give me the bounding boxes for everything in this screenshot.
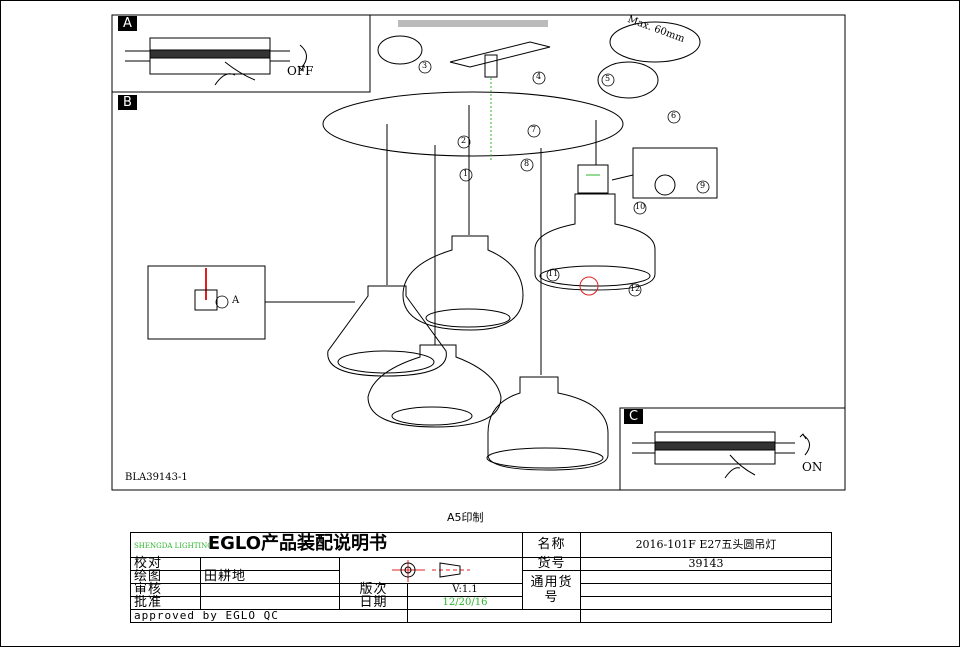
panel-c-label: C — [624, 409, 644, 424]
step-9: 9 — [700, 181, 706, 190]
panel-a-frame — [111, 14, 371, 93]
review-value — [200, 583, 340, 597]
panel-a-label: A — [118, 16, 137, 31]
approve-label: 批准 — [130, 596, 201, 610]
date-label: 日期 — [339, 596, 408, 610]
company-logo: SHENGDA LIGHTING — [134, 541, 213, 550]
drawing-frame — [111, 14, 846, 491]
panel-b-label: B — [118, 95, 137, 110]
step-3: 3 — [422, 61, 428, 70]
print-size-note: A5印制 — [447, 511, 484, 524]
version-value: V:1.1 — [407, 583, 523, 597]
item-no-value: 39143 — [580, 557, 832, 571]
pendant-shades — [327, 193, 656, 471]
general-item-value-2 — [580, 583, 832, 597]
step-12: 12 — [630, 284, 641, 293]
general-item-value-3 — [580, 596, 832, 610]
step-11: 11 — [548, 269, 559, 278]
title-block: SHENGDA LIGHTING EGLO产品装配说明书 名称 2016-101… — [130, 532, 832, 623]
off-label: OFF — [287, 64, 314, 78]
general-item-value-1 — [580, 570, 832, 584]
document-title: EGLO产品装配说明书 — [207, 533, 388, 555]
projection-symbol-cell — [339, 557, 523, 584]
on-label: ON — [802, 460, 823, 474]
approve-value — [200, 596, 340, 610]
draw-label: 绘图 — [130, 570, 201, 584]
breaker-off-illustration — [125, 37, 307, 86]
mounting-bracket — [449, 41, 551, 68]
model-code: BLA39143-1 — [125, 472, 188, 483]
canopy — [322, 91, 624, 157]
detail-callout-a: A — [232, 295, 240, 306]
approved-by: approved by EGLO QC — [130, 609, 408, 623]
terminal-detail — [597, 61, 659, 99]
step-2: 2 — [461, 136, 467, 145]
panel-c-frame — [619, 407, 846, 491]
step-6: 6 — [671, 111, 677, 120]
breaker-on-illustration — [632, 431, 810, 479]
step-7: 7 — [531, 125, 537, 134]
blank-cell — [407, 609, 581, 623]
item-no-label: 货号 — [522, 557, 581, 571]
name-label: 名称 — [522, 532, 581, 558]
ceiling-hatch — [398, 20, 548, 27]
threaded-nipple — [484, 54, 498, 78]
general-item-label: 通用货号 — [522, 570, 581, 610]
date-value: 12/20/16 — [407, 596, 523, 610]
step-markers — [215, 60, 710, 309]
step-8: 8 — [524, 159, 530, 168]
holder-detail-box — [632, 147, 718, 199]
wire-detail — [609, 21, 701, 63]
draw-value: 田耕地 — [200, 570, 340, 584]
blank-cell-2 — [580, 609, 832, 623]
title-cell: SHENGDA LIGHTING EGLO产品装配说明书 — [130, 532, 523, 558]
step-4: 4 — [536, 72, 542, 81]
step-10: 10 — [635, 202, 646, 211]
pendant-cords — [386, 105, 597, 375]
step-5: 5 — [605, 74, 611, 83]
step-1: 1 — [463, 169, 469, 178]
anchor-detail — [377, 35, 423, 65]
name-value: 2016-101F E27五头圆吊灯 — [580, 532, 832, 558]
